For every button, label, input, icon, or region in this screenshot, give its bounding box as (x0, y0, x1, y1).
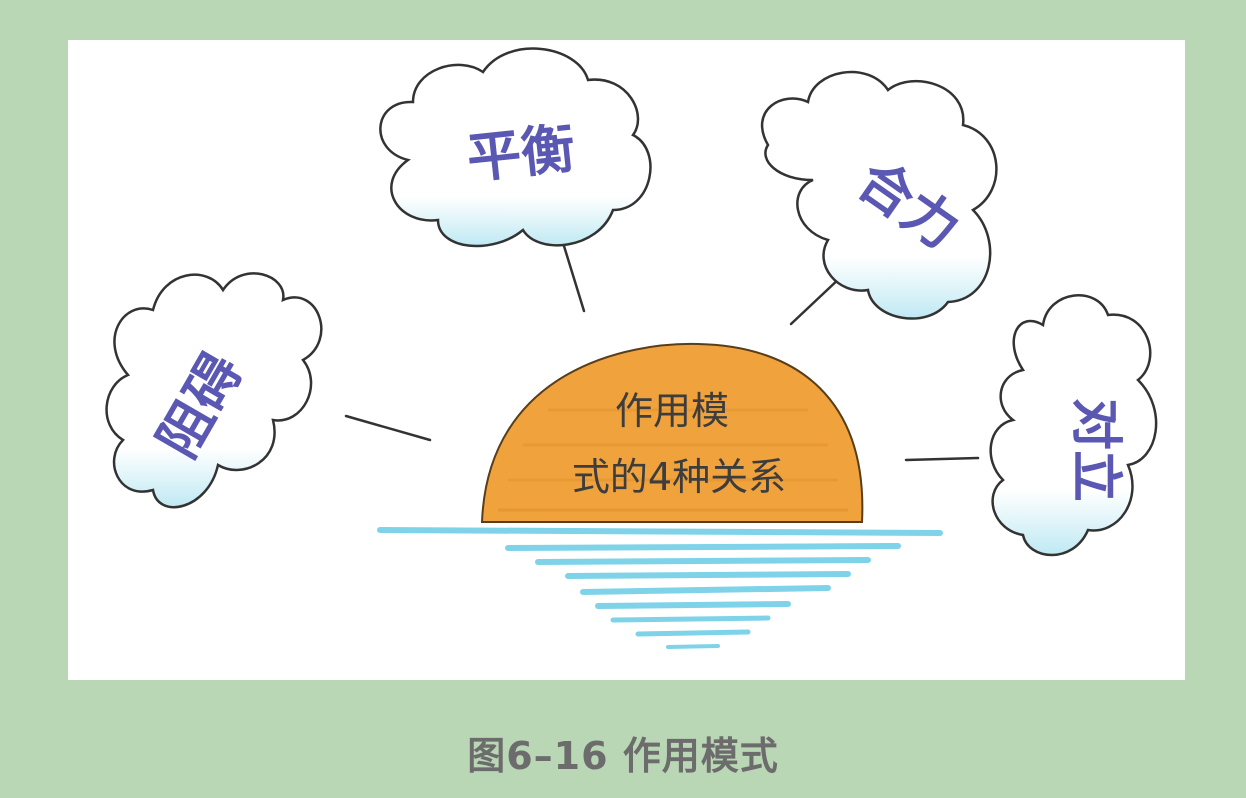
cloud-opposition: 对立 (989, 294, 1158, 557)
sunrise-diagram: 作用模 式的4种关系 平衡 合力 (105, 47, 1158, 649)
sun-shape (480, 342, 864, 523)
cloud-balance-label: 平衡 (464, 117, 578, 191)
cloud-opposition-label: 对立 (1065, 398, 1125, 502)
figure-panel: 作用模 式的4种关系 平衡 合力 (68, 40, 1185, 680)
figure-caption: 图6–16 作用模式 (467, 734, 779, 778)
cloud-balance: 平衡 (379, 47, 652, 248)
center-label-line2: 式的4种关系 (572, 455, 786, 499)
cloud-obstruction: 阻碍 (105, 272, 323, 509)
connector-lines (344, 244, 980, 462)
center-label-line1: 作用模 (615, 389, 729, 433)
cloud-resultant: 合力 (760, 70, 998, 320)
water-reflection (377, 527, 943, 649)
